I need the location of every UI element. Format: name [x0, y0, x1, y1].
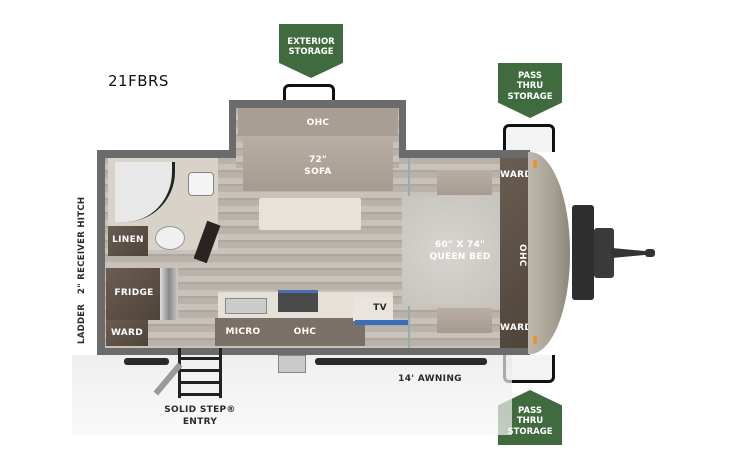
front-ward-top-label: WARD — [500, 170, 533, 180]
exterior-storage-badge: EXTERIOR STORAGE — [279, 24, 343, 78]
hitch-ball — [645, 249, 655, 257]
rear-wardrobe — [106, 320, 148, 346]
fridge-door — [160, 268, 178, 320]
front-cabinets — [500, 158, 530, 348]
ottoman — [259, 198, 361, 230]
pass-thru-door-top — [503, 124, 555, 152]
sofa-label: SOFA — [304, 167, 332, 177]
sofa — [243, 136, 393, 191]
model-name: 21FBRS — [108, 72, 169, 90]
tv-blue-strip — [355, 320, 410, 325]
fridge — [106, 268, 162, 320]
cooktop — [278, 290, 318, 312]
nightstand-bottom — [437, 308, 492, 333]
rear-awning-bar — [124, 358, 169, 365]
awning-label: 14' AWNING — [398, 374, 462, 384]
utility-hatch — [278, 355, 306, 373]
tv-label: TV — [373, 303, 387, 313]
kitchen-ohc-label: OHC — [293, 327, 317, 337]
entry-label-line2: ENTRY — [182, 417, 218, 427]
bed-label: QUEEN BED — [429, 252, 491, 262]
marker-light-top — [533, 160, 537, 168]
entry-steps[interactable] — [178, 348, 222, 398]
front-cap — [528, 152, 570, 354]
linen-label: LINEN — [112, 235, 144, 245]
linen-cabinet — [108, 226, 148, 256]
propane-cover — [572, 205, 594, 300]
fridge-label: FRIDGE — [114, 288, 154, 298]
front-ward-bottom-label: WARD — [500, 323, 533, 333]
hitch-coupler — [612, 248, 650, 258]
marker-light-bottom — [533, 336, 537, 344]
slideout-overhead-cabinet — [238, 108, 398, 136]
awning-bar — [315, 358, 487, 365]
exterior-storage-door — [283, 84, 335, 104]
micro-label: MICRO — [225, 327, 261, 337]
slideout-ohc-label: OHC — [306, 118, 330, 128]
sofa-size-label: 72" — [308, 155, 328, 165]
tongue-box — [594, 228, 614, 278]
tv-cabinet — [353, 297, 393, 321]
pass-thru-storage-top-badge: PASS THRU STORAGE — [498, 63, 562, 118]
bed-size-label: 60" X 74" — [434, 240, 486, 250]
kitchen-sink — [225, 298, 267, 314]
queen-bed — [402, 196, 517, 306]
nightstand-top — [437, 170, 492, 195]
ladder-receiver-hitch-label: LADDER 2" RECEIVER HITCH — [77, 196, 87, 344]
rear-ward-label: WARD — [110, 328, 144, 338]
front-ohc-label: OHC — [517, 243, 527, 267]
bathroom-sink — [188, 172, 214, 196]
entry-label-line1: SOLID STEP® — [164, 405, 236, 415]
kitchen-overhead-cabinet — [215, 318, 365, 346]
toilet — [155, 226, 185, 250]
